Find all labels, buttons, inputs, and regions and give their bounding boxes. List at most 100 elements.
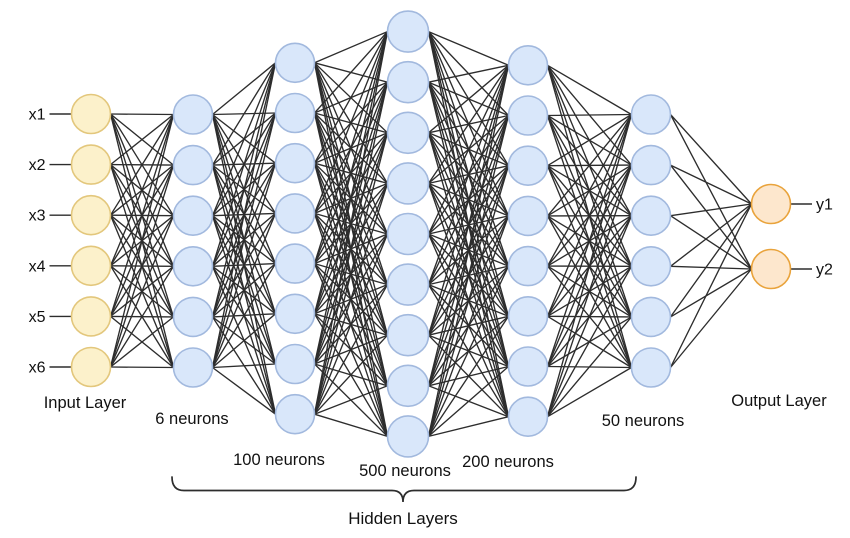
hidden-layers-group-caption: Hidden Layers [348, 509, 458, 528]
connection-edge [313, 30, 389, 265]
input-neuron-node [70, 144, 112, 185]
connection-edge [313, 182, 389, 415]
hidden-neuron-node [507, 295, 549, 337]
output-node-label: y1 [816, 197, 833, 214]
hidden-neuron-node [172, 347, 214, 388]
connection-edge [427, 365, 510, 438]
hidden-neuron-node [386, 415, 430, 458]
connection-edge [427, 30, 510, 66]
input-layer-caption: Input Layer [44, 394, 127, 412]
output-node-label: y2 [816, 262, 833, 279]
connection-edge [427, 64, 510, 83]
input-neuron-node [70, 245, 112, 287]
hidden-neuron-node [630, 245, 672, 287]
hidden-neuron-node [507, 195, 549, 237]
input-layer-nodes [70, 93, 112, 388]
input-neuron-node [70, 194, 112, 236]
hidden-layer-4-caption: 200 neurons [462, 453, 554, 471]
connection-edge [546, 113, 633, 117]
connection-edge [211, 262, 277, 369]
connection-edge [669, 203, 753, 369]
connection-edge [669, 164, 753, 270]
h1-layer-nodes [274, 42, 316, 435]
hidden-neuron-node [386, 60, 430, 104]
connection-edge [211, 62, 277, 267]
connection-edge [427, 64, 510, 235]
input-node-label: x4 [29, 258, 46, 275]
connection-edge [546, 113, 633, 418]
hidden-neuron-node [274, 243, 316, 284]
hidden-neuron-node [630, 195, 672, 236]
output-neuron-node [750, 183, 792, 225]
connection-edge [211, 112, 277, 369]
connection-edge [109, 113, 175, 166]
connection-edge [313, 132, 389, 415]
hidden-neuron-node [274, 293, 316, 335]
hidden-layer-1-caption: 6 neurons [155, 410, 228, 428]
hidden-neuron-node [386, 212, 430, 256]
connection-edge [427, 315, 510, 438]
connection-edge [211, 62, 277, 369]
connection-edge [313, 283, 389, 415]
connection-edge [546, 215, 633, 418]
hidden-neuron-node [274, 193, 316, 234]
connection-edge [546, 113, 633, 217]
hidden-layer-2-caption: 100 neurons [233, 451, 325, 469]
input-neuron-node [70, 346, 112, 388]
hidden-neuron-node [274, 92, 316, 134]
connection-edge [109, 366, 175, 369]
connection-edge [109, 215, 175, 368]
connection-edge [313, 385, 389, 415]
connection-edge [313, 30, 389, 215]
hidden-neuron-node [274, 343, 316, 385]
hidden-neuron-node [274, 142, 316, 184]
connection-edge [211, 366, 277, 415]
hidden-layer-5-caption: 50 neurons [602, 412, 685, 430]
hidden-neuron-node [386, 162, 430, 205]
input-neuron-node [70, 296, 112, 337]
connection-edge [669, 203, 753, 267]
connection-edge [427, 165, 510, 438]
connection-edge [669, 113, 753, 205]
connection-edge [313, 233, 389, 415]
h4-layer-nodes [630, 94, 672, 388]
input-node-label: x5 [29, 309, 46, 326]
hidden-neuron-node [386, 10, 430, 53]
hidden-neuron-node [507, 145, 549, 186]
connection-edge [313, 30, 389, 64]
connection-edge [427, 64, 510, 134]
input-node-label: x6 [29, 360, 46, 377]
hidden-neuron-node [507, 95, 549, 136]
connection-edge [669, 113, 753, 270]
hidden-neuron-node [507, 396, 549, 438]
connection-edge [109, 316, 175, 368]
connection-edge [313, 413, 389, 438]
connection-edge [427, 265, 510, 438]
h0-layer-nodes [172, 94, 214, 388]
hidden-neuron-node [630, 347, 672, 388]
connection-edge [211, 212, 277, 369]
hidden-neuron-node [172, 245, 214, 287]
hidden-neuron-node [172, 195, 214, 236]
connection-edge [313, 30, 389, 114]
hidden-neuron-node [172, 94, 214, 135]
hidden-neuron-node [386, 313, 430, 357]
hidden-neuron-node [507, 346, 549, 387]
connection-edge [313, 30, 389, 164]
hidden-neuron-node [507, 45, 549, 86]
hidden-layers-brace [171, 476, 637, 503]
hidden-neuron-node [630, 94, 672, 135]
hidden-neuron-node [507, 245, 549, 287]
edges-layer [109, 30, 753, 438]
connection-edge [313, 81, 389, 415]
hidden-neuron-node [274, 42, 316, 84]
input-neuron-node [70, 93, 112, 135]
input-node-label: x1 [29, 107, 46, 124]
output-layer-nodes [750, 183, 792, 290]
connection-edge [109, 113, 175, 267]
connection-edge [211, 313, 277, 369]
connection-edge [313, 30, 389, 365]
